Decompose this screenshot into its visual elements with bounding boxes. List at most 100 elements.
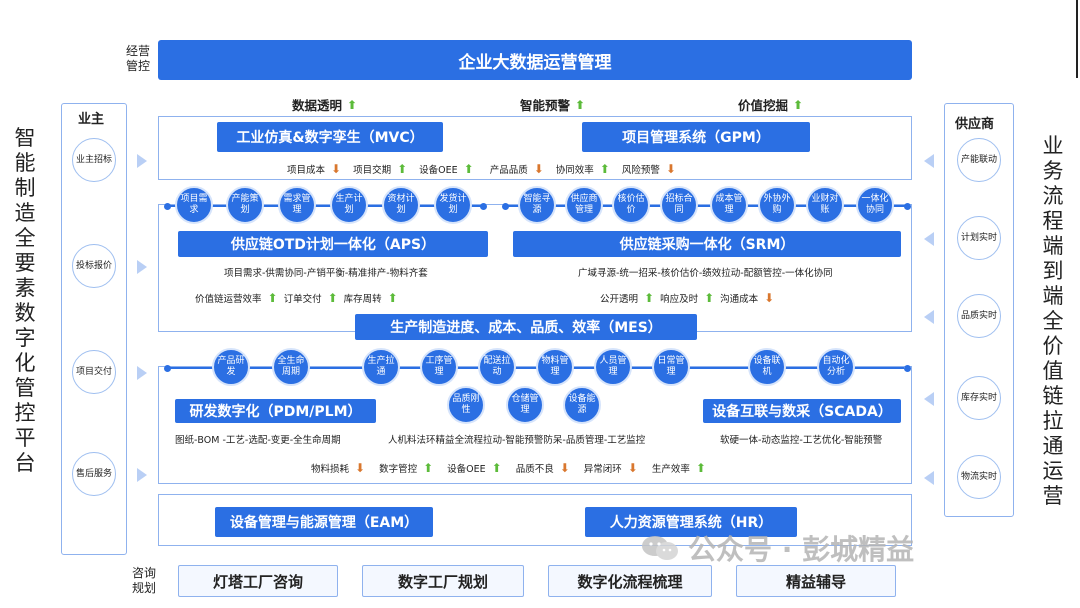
down-arrow-icon: ⬇ — [764, 291, 775, 305]
arrow-right-icon — [137, 366, 147, 380]
up-arrow-icon: ⬆ — [347, 97, 358, 112]
owner-item-after-sales[interactable]: 售后服务 — [72, 452, 116, 496]
down-arrow-icon: ⬇ — [533, 162, 544, 176]
up-arrow-icon: ⬆ — [397, 162, 408, 176]
consult-lighthouse-factory[interactable]: 灯塔工厂咨询 — [178, 565, 338, 597]
circle-bid-contract[interactable]: 招标合同 — [660, 186, 698, 224]
scada-description: 软硬一体-动态监控-工艺优化-智能预警 — [720, 435, 883, 446]
arrow-left-icon — [924, 392, 934, 406]
arrow-right-icon — [137, 260, 147, 274]
connector-dot — [904, 203, 911, 210]
circle-integrated-collab[interactable]: 一体化协同 — [856, 186, 894, 224]
up-arrow-icon: ⬆ — [695, 461, 706, 475]
section1-metrics: 项目成本⬇ 项目交期⬆ 设备OEE⬆ 产品品质⬇ 协同效率⬆ 风险预警⬇ — [287, 162, 676, 176]
section-simulation-project — [158, 116, 912, 180]
circle-equipment-online[interactable]: 设备联机 — [748, 348, 786, 386]
circle-staff-mgmt[interactable]: 人员管理 — [594, 348, 632, 386]
circle-supplier-mgmt[interactable]: 供应商管理 — [565, 186, 603, 224]
aps-description: 项目需求-供需协同-产销平衡-精准排产-物料齐套 — [224, 268, 428, 279]
supplier-item-quality[interactable]: 品质实时 — [957, 294, 1001, 338]
circle-capacity-planning[interactable]: 产能策划 — [226, 186, 264, 224]
gpm-title[interactable]: 项目管理系统（GPM） — [582, 122, 810, 152]
up-arrow-icon: ⬆ — [423, 461, 434, 475]
owner-item-project-delivery[interactable]: 项目交付 — [72, 350, 116, 394]
supplier-item-capacity[interactable]: 产能联动 — [957, 138, 1001, 182]
mes-title[interactable]: 生产制造进度、成本、品质、效率（MES） — [355, 314, 697, 340]
supplier-item-logistics[interactable]: 物流实时 — [957, 455, 1001, 499]
connector-line — [506, 205, 906, 207]
srm-metrics: 公开透明⬆ 响应及时⬆ 沟通成本⬇ — [600, 291, 775, 305]
up-arrow-icon: ⬆ — [267, 291, 278, 305]
supplier-title: 供应商 — [955, 117, 995, 132]
circle-material-plan[interactable]: 资材计划 — [382, 186, 420, 224]
circle-quality-rigid[interactable]: 品质刚性 — [447, 386, 485, 424]
right-vertical-title: 业务流程端到端全价值链拉通运营 — [1042, 134, 1064, 508]
indicator-smart-warning: 智能预警⬆ — [520, 97, 586, 114]
plm-title[interactable]: 研发数字化（PDM/PLM） — [175, 399, 376, 423]
circle-demand-mgmt[interactable]: 需求管理 — [278, 186, 316, 224]
circle-finance-reconcile[interactable]: 业财对账 — [806, 186, 844, 224]
circle-lifecycle[interactable]: 全生命周期 — [272, 348, 310, 386]
circle-shipping-plan[interactable]: 发货计划 — [434, 186, 472, 224]
wechat-icon — [640, 533, 680, 563]
arrow-left-icon — [924, 310, 934, 324]
circle-pricing[interactable]: 核价估价 — [612, 186, 650, 224]
owner-title: 业主 — [78, 112, 105, 127]
up-arrow-icon: ⬆ — [327, 291, 338, 305]
circle-auto-analysis[interactable]: 自动化分析 — [817, 348, 855, 386]
up-arrow-icon: ⬆ — [463, 162, 474, 176]
consult-lean-coaching[interactable]: 精益辅导 — [736, 565, 896, 597]
consult-digital-factory[interactable]: 数字工厂规划 — [362, 565, 524, 597]
circle-material-mgmt[interactable]: 物料管理 — [536, 348, 574, 386]
section-manufacturing — [158, 366, 912, 484]
scada-title[interactable]: 设备互联与数采（SCADA） — [703, 399, 901, 423]
up-arrow-icon: ⬆ — [644, 291, 655, 305]
circle-delivery-pull[interactable]: 配送拉动 — [478, 348, 516, 386]
down-arrow-icon: ⬇ — [627, 461, 638, 475]
aps-title[interactable]: 供应链OTD计划一体化（APS） — [178, 231, 488, 257]
circle-production-link[interactable]: 生产拉通 — [362, 348, 400, 386]
circle-project-demand[interactable]: 项目需求 — [175, 186, 213, 224]
owner-item-tender[interactable]: 业主招标 — [72, 138, 116, 182]
srm-title[interactable]: 供应链采购一体化（SRM） — [513, 231, 901, 257]
section3-metrics: 物料损耗⬇ 数字管控⬆ 设备OEE⬆ 品质不良⬇ 异常闭环⬇ 生产效率⬆ — [311, 461, 706, 475]
circle-outsourcing[interactable]: 外协外购 — [758, 186, 796, 224]
indicator-data-transparency: 数据透明⬆ — [292, 97, 358, 114]
arrow-right-icon — [137, 468, 147, 482]
connector-dot — [164, 203, 171, 210]
up-arrow-icon: ⬆ — [599, 162, 610, 176]
connector-line — [168, 205, 486, 207]
edge-line — [1076, 0, 1078, 78]
left-vertical-title: 智能制造全要素数字化管控平台 — [14, 126, 36, 475]
watermark: 公众号 · 彭城精益 — [640, 528, 914, 568]
owner-item-bid-quote[interactable]: 投标报价 — [72, 244, 116, 288]
up-arrow-icon: ⬆ — [793, 97, 804, 112]
supplier-item-plan[interactable]: 计划实时 — [957, 216, 1001, 260]
circle-smart-sourcing[interactable]: 智能寻源 — [518, 186, 556, 224]
supplier-item-inventory[interactable]: 库存实时 — [957, 376, 1001, 420]
srm-description: 广域寻源-统一招采-核价估价-绩效拉动-配额管控-一体化协同 — [578, 268, 833, 279]
connector-dot — [904, 365, 911, 372]
arrow-left-icon — [924, 471, 934, 485]
management-label: 经营管控 — [125, 44, 150, 73]
indicator-value-mining: 价值挖掘⬆ — [738, 97, 804, 114]
hr-title[interactable]: 人力资源管理系统（HR） — [585, 507, 797, 537]
circle-product-rd[interactable]: 产品研发 — [212, 348, 250, 386]
connector-dot — [164, 365, 171, 372]
circle-cost-mgmt[interactable]: 成本管理 — [710, 186, 748, 224]
enterprise-bigdata-bar[interactable]: 企业大数据运营管理 — [158, 40, 912, 80]
circle-warehouse-mgmt[interactable]: 仓储管理 — [506, 386, 544, 424]
eam-title[interactable]: 设备管理与能源管理（EAM） — [215, 507, 433, 537]
down-arrow-icon: ⬇ — [355, 461, 366, 475]
circle-process-mgmt[interactable]: 工序管理 — [420, 348, 458, 386]
down-arrow-icon: ⬇ — [331, 162, 342, 176]
arrow-left-icon — [924, 232, 934, 246]
circle-daily-mgmt[interactable]: 日常管理 — [652, 348, 690, 386]
circle-equipment-energy[interactable]: 设备能源 — [563, 386, 601, 424]
mvc-title[interactable]: 工业仿真&数字孪生（MVC） — [217, 122, 443, 152]
consult-digital-process[interactable]: 数字化流程梳理 — [548, 565, 712, 597]
circle-production-plan[interactable]: 生产计划 — [330, 186, 368, 224]
arrow-left-icon — [924, 154, 934, 168]
arrow-right-icon — [137, 154, 147, 168]
section-equipment-hr — [158, 494, 912, 546]
